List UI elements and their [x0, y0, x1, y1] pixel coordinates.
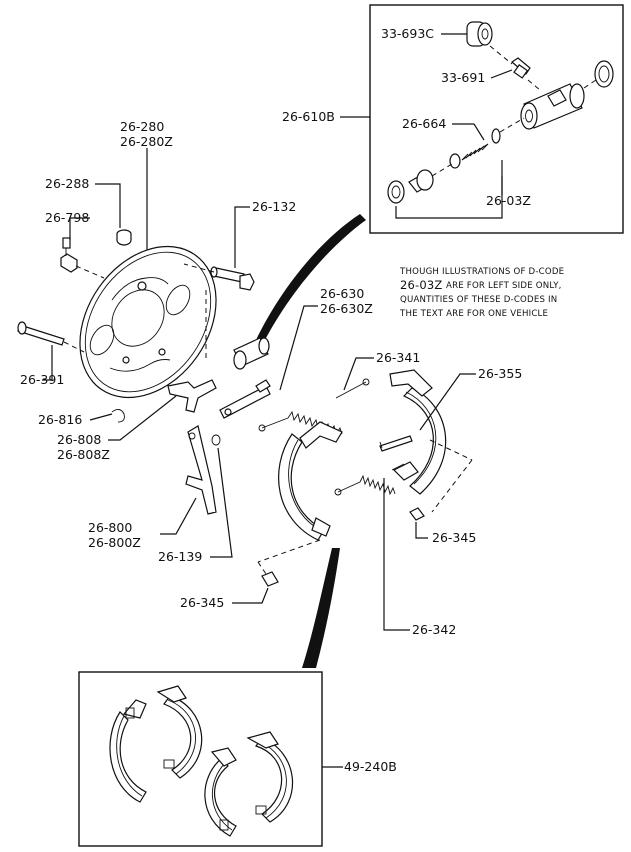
shoe-set-shoe-2 [156, 685, 203, 779]
label-26-610b: 26-610B [282, 109, 335, 124]
inspection-plug-part [116, 229, 132, 246]
label-26-816: 26-816 [38, 412, 82, 427]
label-26-355: 26-355 [478, 366, 522, 381]
hold-down-clip-right-part [409, 507, 425, 521]
bleeder-screw-part [511, 57, 531, 79]
lever-clip-part [211, 434, 221, 446]
label-26-132: 26-132 [252, 199, 296, 214]
wheel-cylinder-part [233, 337, 270, 370]
label-33-691: 33-691 [441, 70, 485, 85]
wheel-cylinder-inset [369, 4, 624, 234]
label-26-342: 26-342 [412, 622, 456, 637]
mounting-bolt-part [210, 266, 255, 291]
label-26-280z: 26-280Z [120, 134, 173, 149]
brake-shoe-set-inset [78, 671, 323, 847]
label-26-630: 26-630 [320, 286, 364, 301]
wheel-cylinder-pointer [256, 214, 366, 340]
bleeder-bolt-part [60, 237, 78, 273]
bleeder-cap-part [466, 21, 493, 47]
label-26-800: 26-800 [88, 520, 132, 535]
note-line-1: THOUGH ILLUSTRATIONS OF D-CODE [399, 267, 564, 277]
retaining-clip-part [111, 409, 125, 423]
label-26-345-right: 26-345 [432, 530, 476, 545]
shoe-set-shoe-4 [246, 731, 293, 823]
shoe-set-shoe-3 [204, 747, 237, 837]
dust-boot-right-part [594, 60, 614, 88]
note-line-3: QUANTITIES OF THESE D-CODES IN [400, 295, 557, 305]
backing-plate-part [79, 245, 217, 399]
parking-brake-lever-part [185, 425, 217, 515]
parking-lever-bracket-part [167, 379, 217, 413]
label-26-800z: 26-800Z [88, 535, 141, 550]
shoe-set-pointer [302, 548, 340, 668]
label-26-139: 26-139 [158, 549, 202, 564]
label-33-693c: 33-693C [381, 26, 434, 41]
label-26-280: 26-280 [120, 119, 164, 134]
label-26-345-left: 26-345 [180, 595, 224, 610]
label-26-798: 26-798 [45, 210, 89, 225]
upper-return-spring-part [258, 378, 370, 436]
label-26-288: 26-288 [45, 176, 89, 191]
brake-shoe-rear-part [389, 369, 447, 495]
lower-return-spring-part [334, 463, 405, 496]
label-49-240b: 49-240B [344, 759, 397, 774]
note-line-2-rest: ARE FOR LEFT SIDE ONLY, [446, 281, 562, 291]
label-26-664: 26-664 [402, 116, 446, 131]
adjuster-strut-part [379, 435, 413, 452]
anchor-bolt-part [17, 321, 65, 346]
label-26-341: 26-341 [376, 350, 420, 365]
label-26-391: 26-391 [20, 372, 64, 387]
adjuster-lever-part [219, 379, 271, 419]
hold-down-clip-left-part [261, 571, 279, 587]
shoe-set-shoe-1 [109, 699, 147, 803]
note-line-4: THE TEXT ARE FOR ONE VEHICLE [399, 309, 548, 319]
wheel-cylinder-body-part [520, 83, 585, 130]
callout-labels: 33-693C 33-691 26-610B 26-664 26-03Z 26-… [20, 26, 531, 774]
side-note: THOUGH ILLUSTRATIONS OF D-CODE 26-03Z AR… [399, 267, 564, 319]
label-26-808z: 26-808Z [57, 447, 110, 462]
cylinder-kit-parts [387, 117, 525, 204]
note-line-2-code: 26-03Z [400, 278, 443, 292]
label-26-808: 26-808 [57, 432, 101, 447]
label-26-630z: 26-630Z [320, 301, 373, 316]
label-26-03z: 26-03Z [486, 193, 531, 208]
brake-shoe-front-part [278, 421, 343, 541]
